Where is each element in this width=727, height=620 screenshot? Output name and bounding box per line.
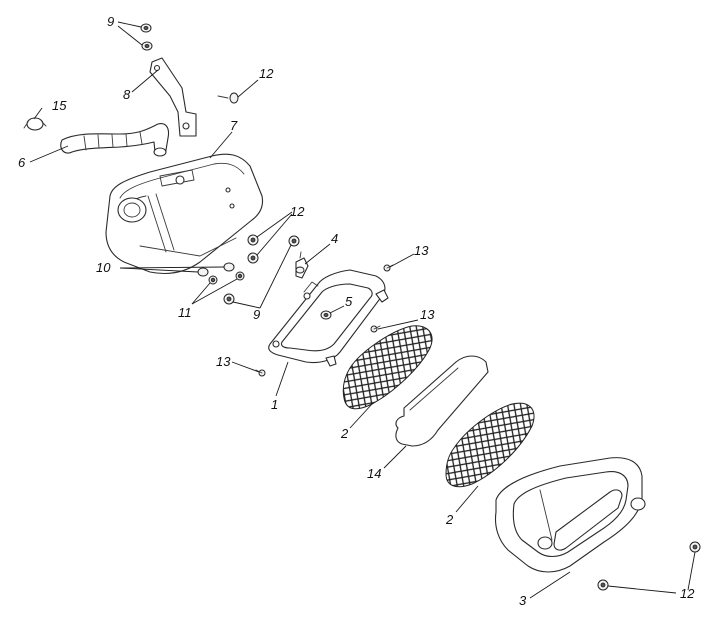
callout-15: 15 <box>52 98 67 113</box>
leader-12-muffler-b <box>256 213 293 256</box>
leader-11-b <box>191 278 238 305</box>
bracket-part-8 <box>149 57 197 137</box>
leader-1 <box>275 361 289 397</box>
muffler-body-part-7 <box>105 153 264 275</box>
callout-3: 3 <box>519 593 527 608</box>
leader-12-cover-b <box>607 585 677 594</box>
leader-14 <box>383 445 407 469</box>
leader-3 <box>529 571 571 599</box>
leader-5 <box>329 305 345 314</box>
callout-8: 8 <box>123 87 131 102</box>
bolts-part-12-muffler <box>247 234 259 264</box>
callout-2-upper: 2 <box>340 426 349 441</box>
leader-8 <box>131 69 159 93</box>
hose-part-6 <box>60 123 170 157</box>
nuts-part-11 <box>208 271 245 285</box>
leader-4 <box>304 243 331 265</box>
leader-6 <box>29 145 69 163</box>
leader-13-top <box>389 253 415 268</box>
callout-11: 11 <box>178 305 192 320</box>
leader-2-upper <box>349 403 373 429</box>
callout-13-top: 13 <box>414 243 429 258</box>
callout-12-cover: 12 <box>680 586 695 601</box>
leader-15 <box>33 107 43 120</box>
callout-9-lower: 9 <box>253 307 260 322</box>
leader-10-a <box>119 267 199 273</box>
callout-labels: 9 8 12 15 6 7 12 4 13 10 11 9 5 13 13 1 … <box>18 14 695 608</box>
fastener-part-5 <box>320 310 332 320</box>
callout-5: 5 <box>345 294 353 309</box>
leader-2-lower <box>455 485 479 513</box>
leader-lines <box>29 21 696 599</box>
screws-part-12-cover <box>597 541 701 591</box>
leader-9-lower-a <box>259 244 292 309</box>
callout-2-lower: 2 <box>445 512 454 527</box>
leader-9-lower-b <box>232 301 261 309</box>
clamp-part-15 <box>23 117 47 131</box>
leader-9-top-a <box>117 21 142 28</box>
leader-12-cover-a <box>687 551 696 591</box>
callout-12-muffler: 12 <box>290 204 305 219</box>
leader-9-top-b <box>117 25 143 46</box>
callout-12-bracket: 12 <box>259 66 274 81</box>
bolt-part-12-bracket <box>217 92 239 104</box>
leader-13-left <box>231 361 260 373</box>
callout-7: 7 <box>230 118 238 133</box>
mesh-screen-part-2-lower <box>445 402 535 488</box>
callout-13-left: 13 <box>216 354 231 369</box>
nuts-part-9-top <box>140 23 153 51</box>
callout-9-top: 9 <box>107 14 114 29</box>
callout-4: 4 <box>331 231 338 246</box>
mesh-screen-part-2-upper <box>342 325 433 410</box>
callout-13-mid: 13 <box>420 307 435 322</box>
screws-part-13 <box>255 264 394 377</box>
gasket-part-14 <box>395 355 489 447</box>
cover-part-3 <box>494 457 646 573</box>
leader-12-muffler-a <box>256 211 293 238</box>
nuts-part-9-lower <box>223 235 300 305</box>
leader-12-bracket <box>237 79 259 98</box>
washers-part-10 <box>197 262 235 277</box>
callout-14: 14 <box>367 466 381 481</box>
callout-6: 6 <box>18 155 26 170</box>
sensor-part-4 <box>295 251 309 279</box>
leader-11-a <box>191 282 211 305</box>
callout-1: 1 <box>271 397 278 412</box>
callout-10: 10 <box>96 260 111 275</box>
leader-10-b <box>119 266 225 269</box>
leader-13-mid <box>377 319 419 330</box>
leader-7 <box>209 131 233 159</box>
